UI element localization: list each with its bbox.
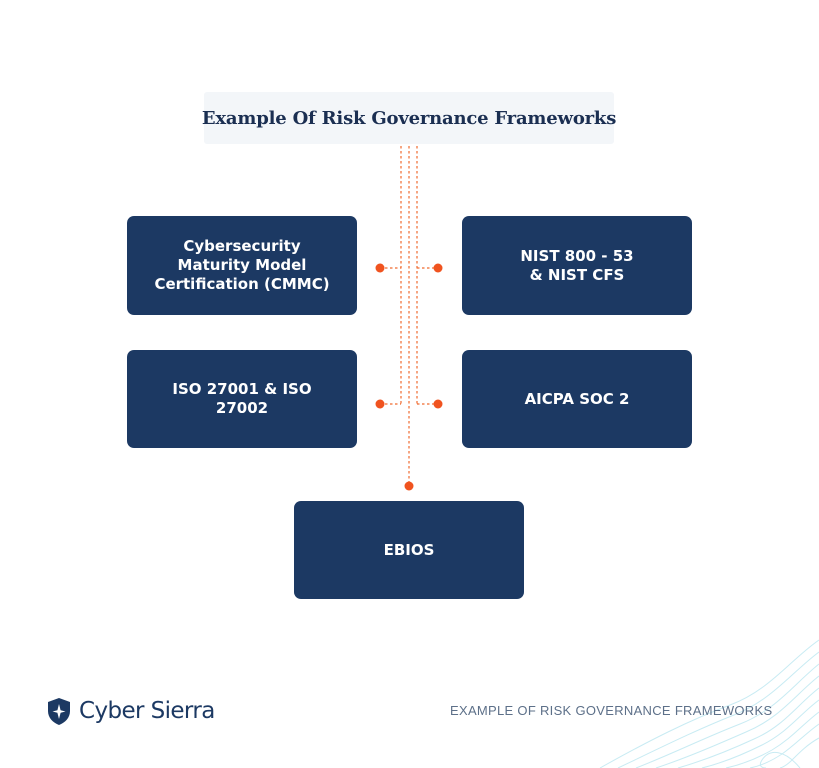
connector-dot-aicpa — [433, 399, 443, 409]
shield-star-icon — [48, 697, 70, 725]
node-cmmc: Cybersecurity Maturity Model Certificati… — [127, 216, 357, 315]
wave-pattern-decoration — [599, 639, 819, 768]
connector-dot-iso — [375, 399, 385, 409]
connector-dot-cmmc — [375, 263, 385, 273]
node-nist-label: NIST 800 - 53 & NIST CFS — [520, 246, 634, 284]
node-nist: NIST 800 - 53 & NIST CFS — [462, 216, 692, 315]
connector-dot-ebios — [404, 481, 414, 491]
brand-logo: Cyber Sierra — [48, 697, 215, 725]
node-cmmc-label: Cybersecurity Maturity Model Certificati… — [154, 237, 330, 293]
footer-caption: EXAMPLE OF RISK GOVERNANCE FRAMEWORKS — [450, 703, 773, 718]
node-ebios: EBIOS — [294, 501, 524, 599]
connector-dot-nist — [433, 263, 443, 273]
node-iso-label: ISO 27001 & ISO 27002 — [172, 380, 312, 417]
node-iso: ISO 27001 & ISO 27002 — [127, 350, 357, 448]
node-aicpa-label: AICPA SOC 2 — [524, 389, 630, 408]
node-ebios-label: EBIOS — [383, 540, 435, 559]
diagram-title: Example Of Risk Governance Frameworks — [202, 92, 616, 144]
node-aicpa: AICPA SOC 2 — [462, 350, 692, 448]
brand-name: Cyber Sierra — [79, 698, 215, 724]
